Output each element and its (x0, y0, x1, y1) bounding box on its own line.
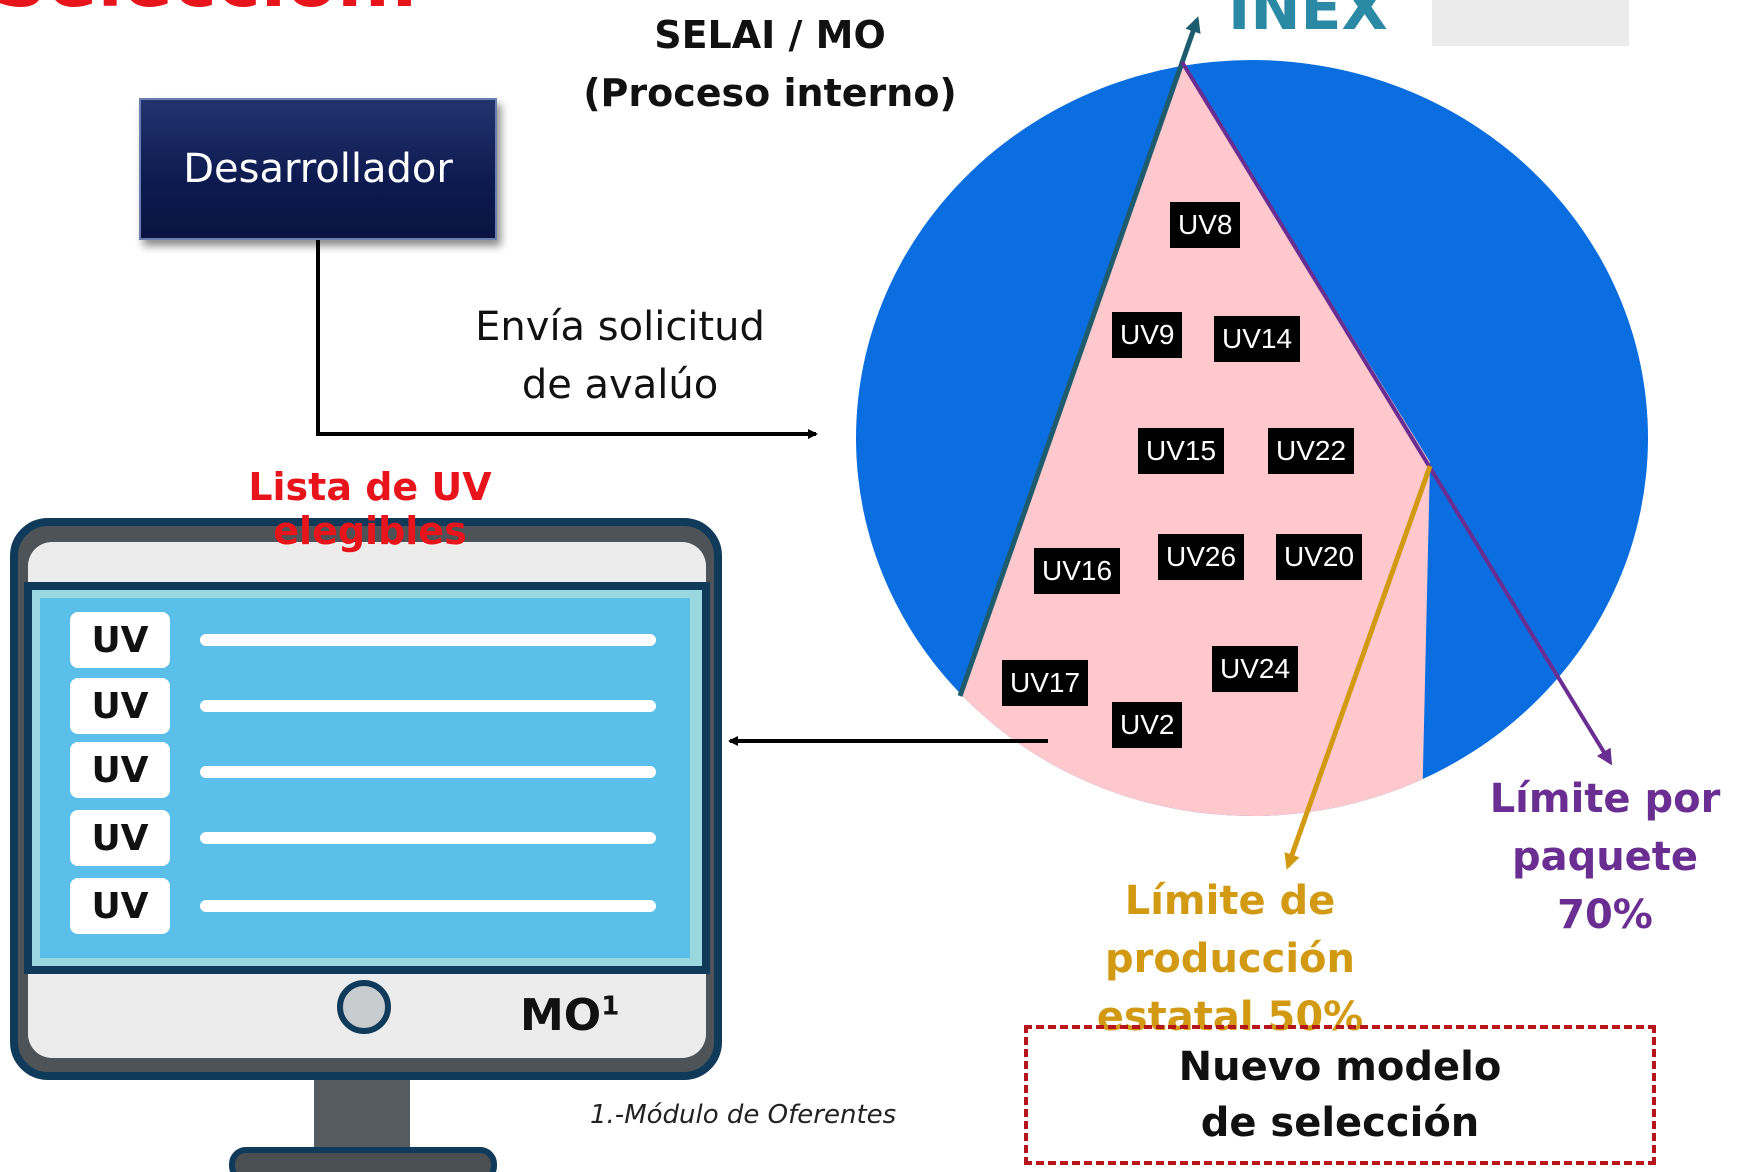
developer-box: Desarrollador (139, 98, 497, 240)
monitor-label-sup: 1 (601, 991, 620, 1022)
footnote: 1.-Módulo de Oferentes (590, 1100, 897, 1130)
monitor-row-uv-3: UV (70, 742, 170, 798)
selai-line1: SELAI / MO (654, 13, 886, 57)
monitor-row-uv-5: UV (70, 878, 170, 934)
unit-tag-uv15: UV15 (1138, 428, 1225, 474)
monitor-row-line-2 (200, 700, 656, 712)
request-line1: Envía solicitud (475, 304, 765, 350)
new-model-box: Nuevo modelo de selección (1024, 1025, 1656, 1165)
monitor-row-line-3 (200, 766, 656, 778)
unit-tag-uv2: UV2 (1112, 702, 1183, 748)
monitor-label-text: MO (520, 990, 602, 1041)
monitor-row-line-1 (200, 634, 656, 646)
request-label: Envía solicitud de avalúo (470, 298, 770, 414)
unit-tag-uv14: UV14 (1214, 316, 1301, 362)
monitor-base (229, 1147, 497, 1172)
unit-tag-uv16: UV16 (1034, 548, 1121, 594)
unit-tag-uv26: UV26 (1158, 534, 1245, 580)
monitor-row-uv-1: UV (70, 612, 170, 668)
grey-placeholder-box (1432, 0, 1629, 46)
production-limit-line (1284, 465, 1433, 870)
monitor-power-button (337, 980, 391, 1034)
package-limit-line (1180, 60, 1613, 766)
production-limit-label: Límite de producción estatal 50% (1010, 872, 1450, 1046)
monitor-row-uv-2: UV (70, 678, 170, 734)
package-limit-line2: paquete 70% (1511, 834, 1699, 938)
selai-line2: (Proceso interno) (583, 71, 957, 115)
new-model-line1: Nuevo modelo (1178, 1044, 1502, 1090)
production-limit-line1: Límite de producción (1104, 878, 1356, 982)
inex-label: INEX (1228, 0, 1388, 44)
unit-tag-uv17: UV17 (1002, 660, 1089, 706)
selai-label: SELAI / MO (Proceso interno) (560, 6, 980, 122)
eligible-list-title: Lista de UV elegibles (248, 465, 492, 553)
request-connector (316, 236, 818, 439)
request-line2: de avalúo (521, 362, 719, 408)
monitor-label: MO1 (520, 990, 619, 1041)
unit-tag-uv8: UV8 (1170, 202, 1241, 248)
monitor-row-line-4 (200, 832, 656, 844)
package-limit-label: Límite por paquete 70% (1470, 770, 1740, 944)
unit-tag-uv9: UV9 (1112, 312, 1183, 358)
page-title: Selección: (0, 0, 419, 24)
unit-tag-uv24: UV24 (1212, 646, 1299, 692)
unit-tag-uv20: UV20 (1276, 534, 1363, 580)
monitor-row-line-5 (200, 900, 656, 912)
unit-tag-uv22: UV22 (1268, 428, 1355, 474)
teal-boundary-line (957, 16, 1201, 697)
package-limit-line1: Límite por (1489, 776, 1721, 822)
new-model-line2: de selección (1200, 1100, 1480, 1146)
monitor-row-uv-4: UV (70, 810, 170, 866)
production-limit-line2: estatal 50% (1096, 994, 1364, 1040)
